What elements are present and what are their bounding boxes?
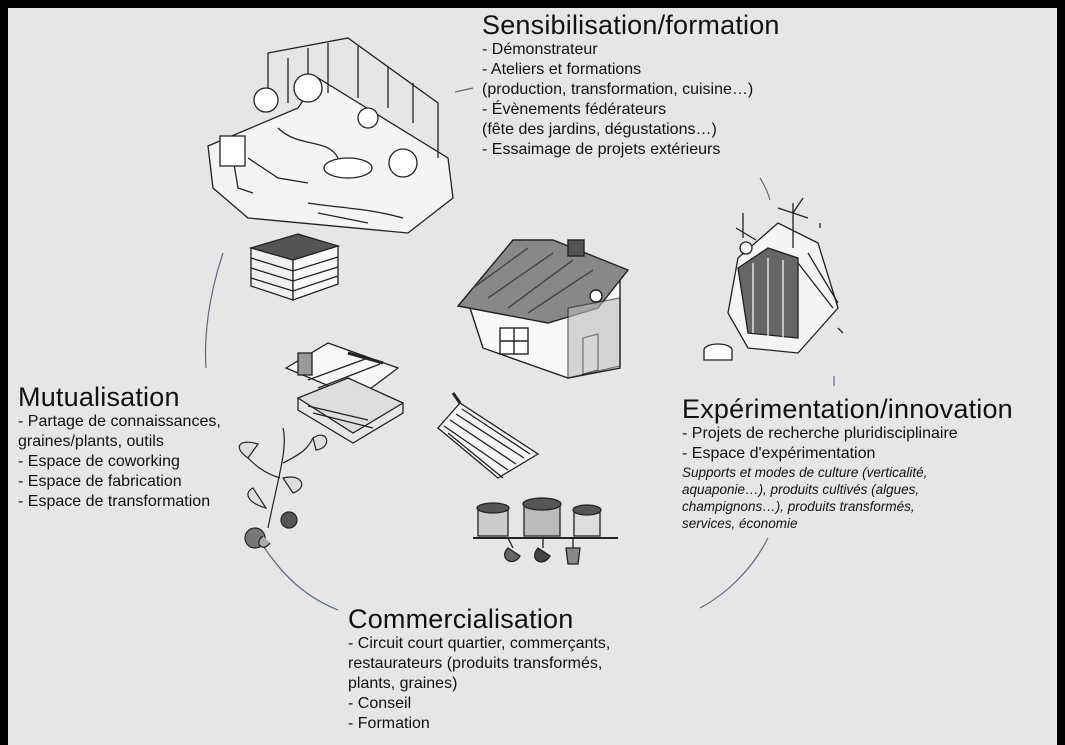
note-line: aquaponie…), produits cultivés (algues, [682, 482, 920, 497]
note-line: champignons…), produits transformés, [682, 499, 915, 514]
vertical-garden-machine-illustration [703, 197, 844, 361]
pepper-plant-illustration [238, 427, 328, 549]
section-title: Sensibilisation/formation [482, 10, 780, 40]
list-item: (production, transformation, cuisine…) [482, 81, 754, 98]
section-items: - Projets de recherche pluridisciplinair… [682, 424, 1013, 532]
arc-bottom-right [699, 537, 769, 609]
arc-top-left [204, 252, 224, 369]
section-items: - Circuit court quartier, commerçants, r… [348, 634, 610, 734]
diagram-frame: Sensibilisation/formation - Démonstrateu… [8, 8, 1057, 745]
section-experimentation: Expérimentation/innovation - Projets de … [682, 394, 1013, 532]
compost-bin-illustration [248, 233, 341, 301]
list-item: - Espace de coworking [18, 453, 180, 470]
section-title: Expérimentation/innovation [682, 394, 1013, 424]
arc-bottom-left [257, 537, 339, 611]
list-item: - Espace d'expérimentation [682, 445, 876, 462]
list-item: - Conseil [348, 695, 412, 712]
section-items: - Partage de connaissances, graines/plan… [18, 412, 221, 512]
section-mutualisation: Mutualisation - Partage de connaissances… [18, 382, 221, 512]
list-item: - Formation [348, 715, 430, 732]
diagram-artwork [204, 37, 844, 611]
arc-right-top [759, 177, 771, 201]
list-item: plants, graines) [348, 675, 458, 692]
list-item: - Espace de transformation [18, 493, 211, 510]
list-item: - Évènements fédérateurs [482, 101, 667, 118]
house-illustration [456, 239, 630, 379]
list-item: graines/plants, outils [18, 433, 164, 450]
list-item: - Circuit court quartier, commerçants, [348, 635, 611, 652]
list-item: (fête des jardins, dégustations…) [482, 121, 717, 138]
list-item: - Ateliers et formations [482, 61, 642, 78]
note-line: Supports et modes de culture (verticalit… [682, 465, 928, 480]
section-title: Mutualisation [18, 382, 180, 412]
list-item: restaurateurs (produits transformés, [348, 655, 603, 672]
jars-illustration [473, 497, 618, 565]
list-item: - Démonstrateur [482, 41, 598, 58]
section-items: - Démonstrateur - Ateliers et formations… [482, 40, 780, 160]
rake-illustration [437, 392, 540, 479]
list-item: - Partage de connaissances, [18, 413, 221, 430]
list-item: - Essaimage de projets extérieurs [482, 141, 721, 158]
section-sensibilisation: Sensibilisation/formation - Démonstrateu… [482, 10, 780, 160]
section-commercialisation: Commercialisation - Circuit court quarti… [348, 604, 610, 734]
tools-box-illustration [284, 342, 405, 444]
list-item: - Projets de recherche pluridisciplinair… [682, 425, 958, 442]
section-title: Commercialisation [348, 604, 574, 634]
note-line: services, économie [682, 516, 798, 531]
list-item: - Espace de fabrication [18, 473, 182, 490]
arc-top [454, 87, 474, 93]
garden-plan-illustration [207, 37, 454, 234]
